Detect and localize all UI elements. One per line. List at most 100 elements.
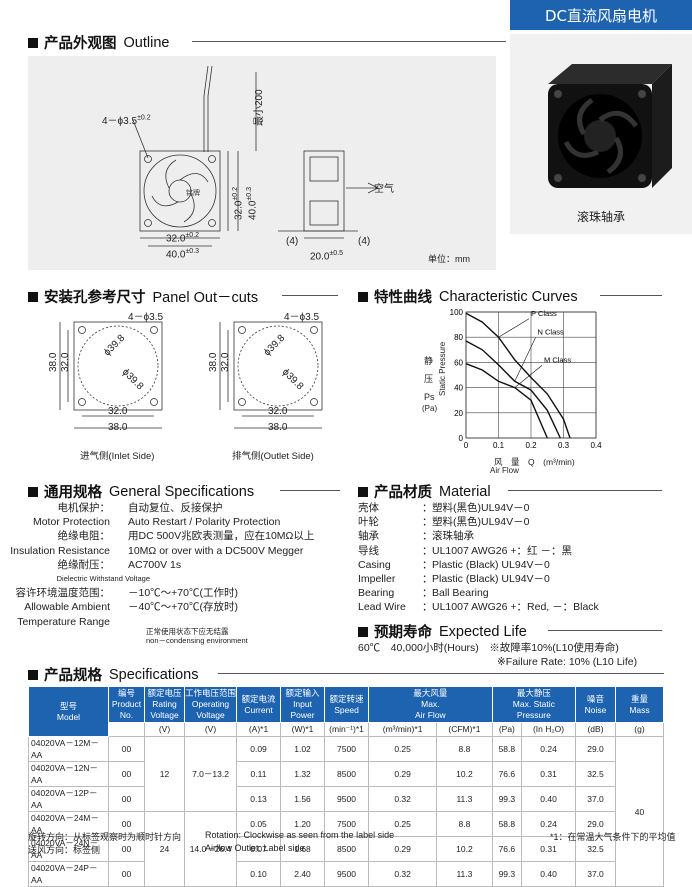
y-tick-label: 40 xyxy=(454,384,463,393)
table-cell: 0.13 xyxy=(236,786,282,812)
table-cell: 11.3 xyxy=(436,786,493,812)
dim-40-vert: 40.0±0.3 xyxy=(246,186,259,220)
table-cell: 0.24 xyxy=(521,736,576,762)
table-cell: 0.32 xyxy=(368,786,438,812)
table-cell: 04020VA－12N－AA xyxy=(28,761,109,787)
table-cell: 00 xyxy=(108,861,145,887)
table-cell: 2.40 xyxy=(280,861,326,887)
spec-value: AC700V 1s xyxy=(128,558,182,571)
spec-row: Casing：Plastic (Black) UL94V－0 xyxy=(358,558,550,571)
spec-row: Motor Protection Auto Restart / Polarity … xyxy=(0,515,314,529)
spec-row: Allowable Ambient－40℃～+70℃(存放时) xyxy=(0,600,314,614)
dim-4-left: (4) xyxy=(286,236,299,247)
spec-row: Dielectric Withstand Voltage xyxy=(0,572,314,586)
category-banner: DC直流风扇电机 xyxy=(510,0,692,30)
table-cell: 04020VA－24P－AA xyxy=(28,861,109,887)
table-cell: 8.8 xyxy=(436,811,493,837)
spec-key: 绝缘电阻： xyxy=(57,530,111,543)
table-cell: 8500 xyxy=(324,761,370,787)
table-cell: 76.6 xyxy=(491,836,523,862)
table-cell: 04020VA－12M－AA xyxy=(28,736,109,762)
x-tick-label: 0.3 xyxy=(558,441,570,450)
spec-key: 容许环境温度范围： xyxy=(15,587,111,600)
spec-key: Bearing xyxy=(358,587,395,600)
spec-row: 导线：UL1007 AWG26 +：红 －：黑 xyxy=(358,544,572,557)
series-label: N Class xyxy=(538,328,565,337)
footer-rotation-cn: 旋转方向：从标签观察时为顺时针方向 xyxy=(28,832,182,842)
table-cell: 1.02 xyxy=(280,736,326,762)
spec-table: 型号 Model 编号 Product No. 额定电压 Rating Volt… xyxy=(28,686,664,887)
table-cell: 00 xyxy=(108,786,145,812)
table-cell: 58.8 xyxy=(491,811,523,837)
table-cell: 24 xyxy=(144,811,185,887)
table-cell: 9500 xyxy=(324,786,370,812)
x-tick-label: 0.1 xyxy=(493,441,505,450)
panel-v38-right: 38.0 xyxy=(208,352,219,372)
spec-row: 叶轮：塑料(黑色)UL94V－0 xyxy=(358,516,530,529)
series-label: P Class xyxy=(531,309,557,318)
lead-length: 最小200 xyxy=(254,89,265,126)
product-photo-panel: 滚珠轴承 xyxy=(510,34,692,234)
spec-key: Motor Protection xyxy=(32,516,110,529)
product-caption: 滚珠轴承 xyxy=(576,210,625,224)
table-cell: 04020VA－12P－AA xyxy=(28,786,109,812)
hole-dim: 4－ϕ3.5±0.2 xyxy=(102,114,151,127)
panel-38-right: 38.0 xyxy=(268,422,288,433)
life-line-1: 60℃ 40,000小时(Hours) ※故障率10%(L10使用寿命) xyxy=(358,642,619,654)
table-cell: 29.0 xyxy=(575,736,616,762)
table-cell: 7500 xyxy=(324,736,370,762)
spec-value: Auto Restart / Polarity Protection xyxy=(128,516,281,529)
y-tick-label: 20 xyxy=(454,409,463,418)
table-cell: 0.09 xyxy=(236,736,282,762)
panel-v32-right: 32.0 xyxy=(220,352,231,372)
life-line-2: ※Failure Rate: 10% (L10 Life) xyxy=(497,656,638,668)
dim-32-vert: 32.0±0.2 xyxy=(232,186,245,220)
spec-row: 绝缘电阻：用DC 500V兆欧表测量，应在10MΩ以上 xyxy=(0,529,315,543)
spec-value: Ball Bearing xyxy=(432,587,489,600)
spec-row: Insulation Resistance 10MΩ or over with a… xyxy=(0,544,314,558)
ylabel-cn: 静 压 xyxy=(424,356,434,384)
table-cell: 00 xyxy=(108,761,145,787)
spec-value: －40℃～+70℃(存放时) xyxy=(128,601,238,614)
table-cell: 12 xyxy=(144,736,185,812)
label-leader xyxy=(514,337,536,382)
xlabel-en: Air Flow xyxy=(490,466,519,475)
spec-key: 导线 xyxy=(358,544,379,557)
footer-airflow-en: Airflow Outlet: Label side xyxy=(205,843,305,853)
spec-row: 电机保护：自动复位、反接保护 xyxy=(0,501,314,515)
spec-key: 电机保护： xyxy=(57,502,111,514)
dim-20: 20.0±0.5 xyxy=(310,250,344,263)
spec-value: UL1007 AWG26 +：Red, －：Black xyxy=(432,601,599,614)
spec-key: Impeller xyxy=(358,573,396,586)
condensing-note-cn: 正常使用状态下应无结露 xyxy=(146,627,229,636)
spec-value: 滚珠轴承 xyxy=(432,530,474,543)
spec-key: Casing xyxy=(358,558,391,571)
series-label: M Class xyxy=(544,355,571,364)
panel-32-right: 32.0 xyxy=(268,406,288,417)
table-cell: 11.3 xyxy=(436,861,493,887)
condensing-note-en: non－condensing environment xyxy=(146,636,248,645)
inlet-label: 进气侧(Inlet Side) xyxy=(80,451,155,462)
table-cell: 32.5 xyxy=(575,761,616,787)
table-cell: 99.3 xyxy=(491,861,523,887)
spec-value: 10MΩ or over with a DC500V Megger xyxy=(128,544,304,557)
spec-value: －10℃～+70℃(工作时) xyxy=(128,587,238,600)
label-leader xyxy=(498,318,530,338)
spec-key: Lead Wire xyxy=(358,601,406,614)
table-cell: 0.40 xyxy=(521,861,576,887)
spec-key: 轴承 xyxy=(358,530,379,543)
xlabel: 风 量 Q (m³/min) xyxy=(494,457,575,467)
spec-row: 轴承：滚珠轴承 xyxy=(358,530,474,543)
table-cell: 37.0 xyxy=(575,786,616,812)
ylabel-unit: (Pa) xyxy=(422,404,438,413)
series-line xyxy=(465,312,571,439)
table-cell: 00 xyxy=(108,736,145,762)
table-cell: 0.29 xyxy=(368,761,438,787)
spec-key: Insulation Resistance xyxy=(10,544,110,557)
airflow-label: 空气 xyxy=(374,184,394,195)
